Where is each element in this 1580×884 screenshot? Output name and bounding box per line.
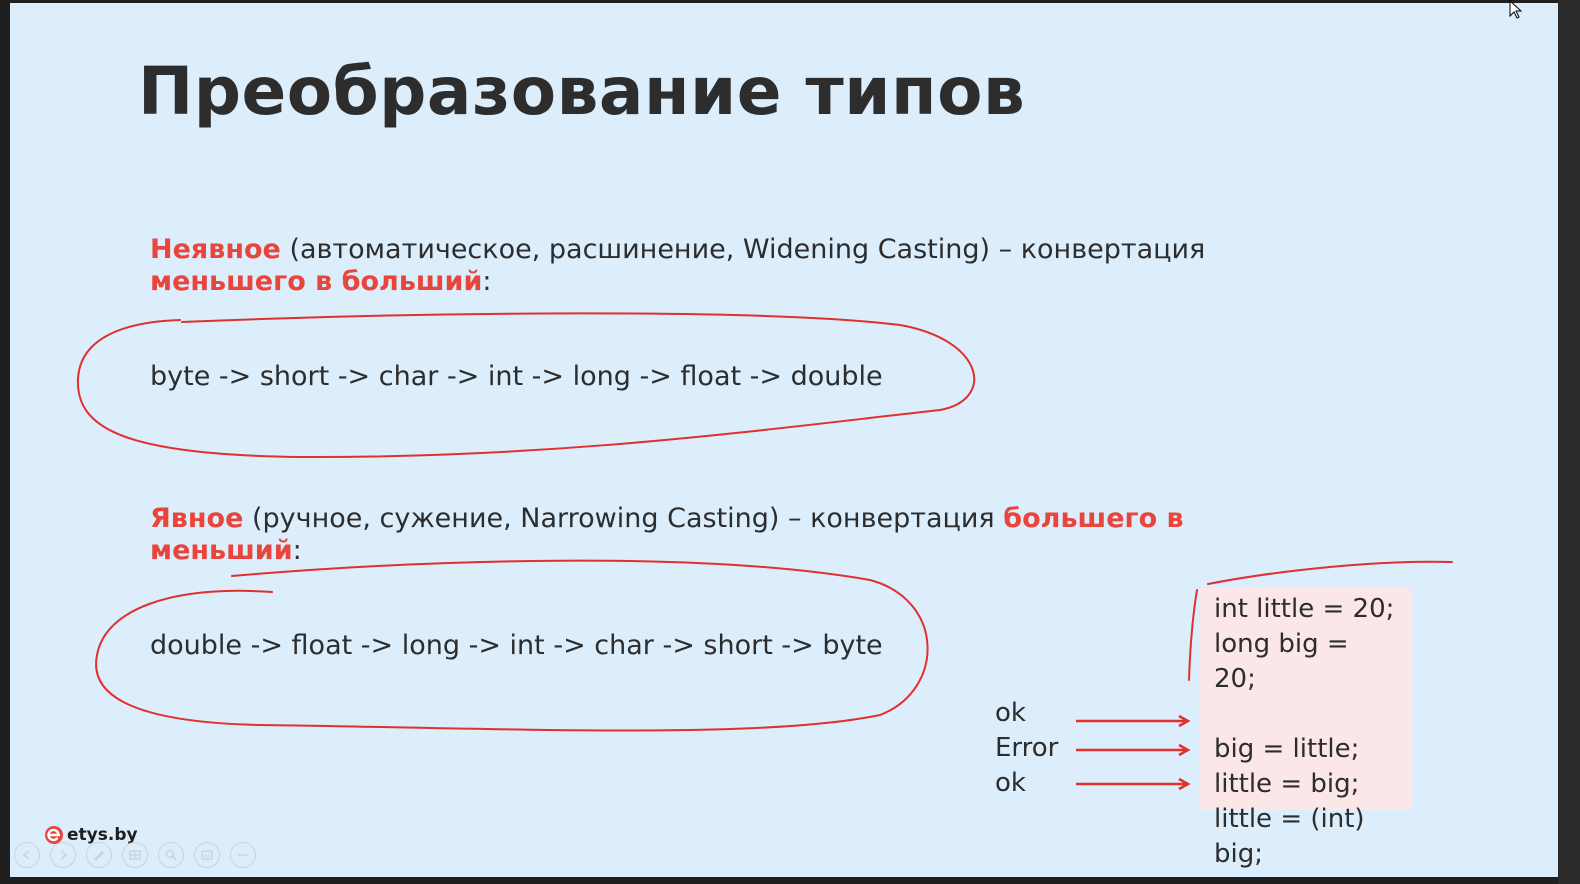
implicit-casting-paragraph: Неявное (автоматическое, расшинение, Wid…: [150, 234, 1310, 298]
code-lines: int little = 20; long big = 20; big = li…: [1214, 592, 1414, 872]
code-line: 20;: [1214, 664, 1256, 694]
explicit-description: (ручное, сужение, Narrowing Casting) – к…: [243, 503, 1004, 534]
etys-logo: etys.by: [44, 825, 138, 845]
code-block: [1200, 588, 1412, 810]
result-label: ok: [995, 698, 1026, 728]
code-line: [1214, 697, 1414, 732]
presenter-controls: [14, 842, 256, 868]
next-icon[interactable]: [50, 842, 76, 868]
code-line: int little = 20;: [1214, 594, 1395, 624]
prev-icon[interactable]: [14, 842, 40, 868]
explicit-chain: double -> float -> long -> int -> char -…: [150, 630, 883, 661]
zoom-icon[interactable]: [158, 842, 184, 868]
more-icon[interactable]: [230, 842, 256, 868]
implicit-colon: :: [482, 266, 492, 297]
slide-title: Преобразование типов: [138, 53, 1026, 130]
result-label: Error: [995, 733, 1059, 763]
code-line: long big =: [1214, 629, 1349, 659]
implicit-chain: byte -> short -> char -> int -> long -> …: [150, 361, 883, 392]
window-edge: [1558, 0, 1580, 884]
explicit-casting-paragraph: Явное (ручное, сужение, Narrowing Castin…: [150, 503, 1310, 567]
result-label: ok: [995, 768, 1026, 798]
code-line: little = (int): [1214, 804, 1365, 834]
implicit-emphasis: меньшего в больший: [150, 266, 483, 297]
explicit-colon: :: [292, 535, 302, 566]
implicit-description: (автоматическое, расшинение, Widening Ca…: [280, 234, 1206, 265]
code-line: little = big;: [1214, 769, 1360, 799]
cursor-icon: [1509, 0, 1523, 19]
implicit-keyword: Неявное: [150, 234, 281, 265]
subtitles-icon[interactable]: [194, 842, 220, 868]
explicit-keyword: Явное: [150, 503, 244, 534]
logo-mark-icon: [45, 826, 63, 844]
logo-text: etys.by: [67, 825, 138, 845]
code-line: big;: [1214, 839, 1263, 869]
slides-icon[interactable]: [122, 842, 148, 868]
code-line: big = little;: [1214, 734, 1360, 764]
pen-icon[interactable]: [86, 842, 112, 868]
